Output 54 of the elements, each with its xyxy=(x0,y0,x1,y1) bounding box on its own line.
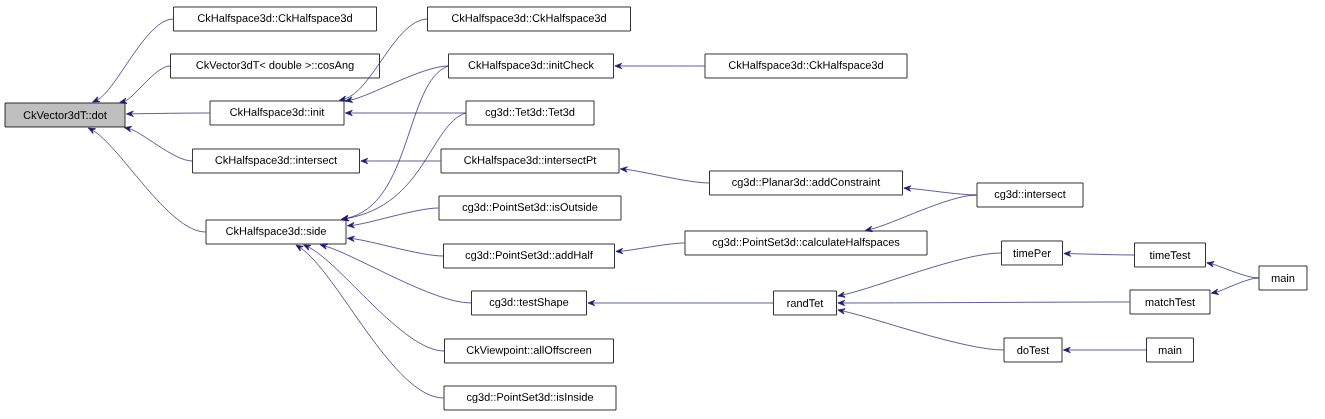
arrow xyxy=(1211,277,1259,295)
arrow xyxy=(87,127,206,233)
function-box: CkHalfspace3d::CkHalfspace3d xyxy=(173,6,377,32)
arrow xyxy=(620,166,710,184)
function-box: cg3d::testShape xyxy=(471,290,587,316)
arrow xyxy=(837,252,1002,298)
function-box: cg3d::PointSet3d::isInside xyxy=(443,385,617,411)
function-box: main xyxy=(1146,337,1194,363)
function-box: cg3d::intersect xyxy=(976,182,1084,208)
arrow xyxy=(319,243,472,304)
function-box: CkVector3dT::dot xyxy=(4,102,126,128)
function-box: CkViewpoint::allOffscreen xyxy=(444,338,614,364)
arrow xyxy=(119,65,171,104)
arrow xyxy=(1063,346,1147,354)
arrow xyxy=(837,299,1130,307)
arrow xyxy=(614,62,705,70)
function-box: cg3d::PointSet3d::isOutside xyxy=(438,195,622,221)
arrow xyxy=(360,157,441,165)
function-box: timeTest xyxy=(1134,242,1206,268)
function-box: CkHalfspace3d::CkHalfspace3d xyxy=(427,6,631,32)
function-box: CkVector3dT< double >::cosAng xyxy=(170,53,380,79)
arrow xyxy=(345,65,449,103)
arrow xyxy=(347,235,444,257)
arrow xyxy=(1063,250,1135,257)
arrow xyxy=(339,18,428,102)
function-box: CkHalfspace3d::intersectPt xyxy=(440,148,620,174)
arrow xyxy=(345,109,466,117)
function-box: cg3d::PointSet3d::calculateHalfspaces xyxy=(684,230,928,256)
function-box: doTest xyxy=(1003,337,1063,363)
function-box: matchTest xyxy=(1129,289,1211,315)
arrow xyxy=(587,299,774,307)
function-box: randTet xyxy=(773,290,837,316)
function-box: main xyxy=(1258,265,1308,291)
function-box: cg3d::Tet3d::Tet3d xyxy=(465,100,595,126)
function-box: CkHalfspace3d::side xyxy=(205,219,347,245)
arrow xyxy=(126,110,210,117)
function-box: CkHalfspace3d::init xyxy=(209,100,345,126)
arrow xyxy=(295,244,444,399)
arrow xyxy=(903,185,977,196)
function-box: cg3d::PointSet3d::addHalf xyxy=(443,243,615,269)
arrow xyxy=(123,126,193,162)
function-box: timePer xyxy=(1001,240,1063,266)
arrow xyxy=(864,194,977,232)
arrow xyxy=(341,112,466,222)
function-box: CkHalfspace3d::initCheck xyxy=(448,53,614,79)
arrow xyxy=(837,308,1004,351)
function-box: cg3d::Planar3d::addConstraint xyxy=(709,170,903,196)
arrow xyxy=(92,18,174,103)
function-box: CkHalfspace3d::intersect xyxy=(192,148,360,174)
arrow xyxy=(1206,261,1259,279)
function-box: CkHalfspace3d::CkHalfspace3d xyxy=(704,53,908,79)
arrow xyxy=(303,244,445,352)
arrow xyxy=(347,207,439,229)
arrow xyxy=(615,242,685,255)
